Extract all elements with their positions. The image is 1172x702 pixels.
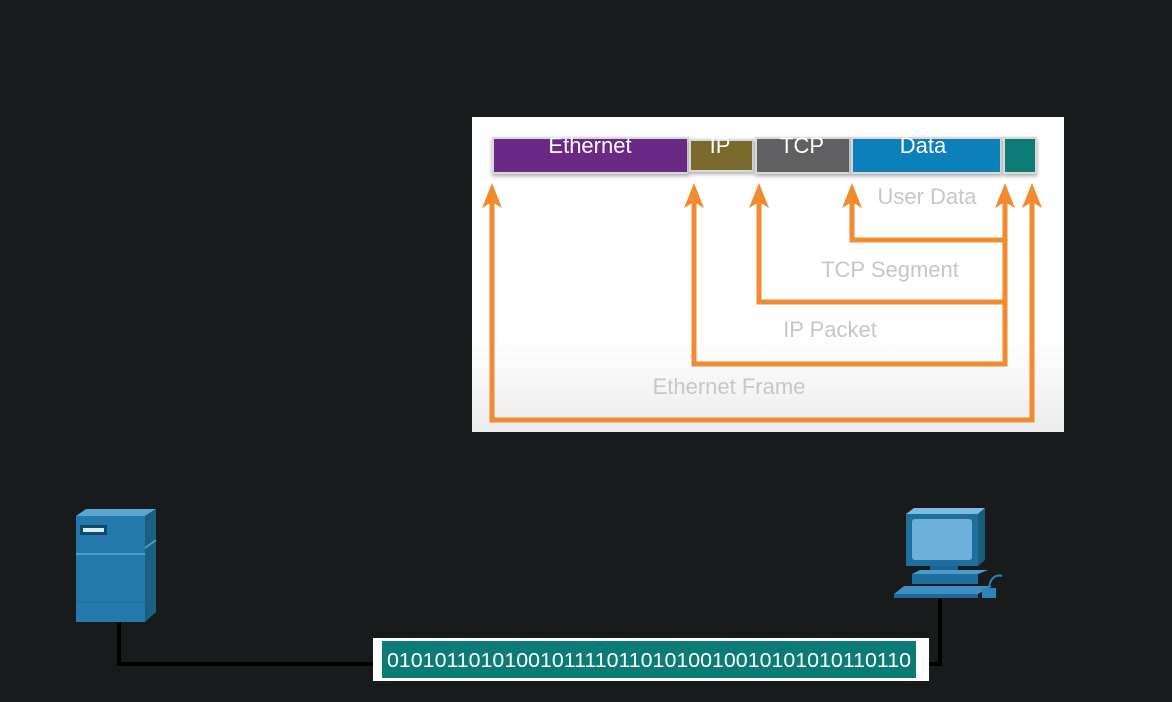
ethernet-header-label: Ethernet (548, 133, 631, 158)
tcp-segment-label: TCP Segment (821, 257, 959, 282)
arrow-up-icon (842, 183, 862, 208)
pdu-brackets (482, 183, 1042, 423)
bitstream: 0101011010100101111011010100100101010101… (373, 638, 929, 681)
arrow-up-icon (684, 183, 704, 208)
ip-header-label: IP (710, 133, 731, 158)
bitstream-bar (382, 641, 916, 678)
ethernet-frame-label: Ethernet Frame (653, 374, 806, 399)
trailer-segment (1003, 137, 1037, 174)
data-segment-label: Data (900, 133, 947, 158)
arrow-up-icon (749, 183, 769, 208)
computer-icon (894, 508, 1003, 598)
arrow-up-icon (995, 183, 1015, 208)
server-icon (76, 509, 157, 622)
ip-packet-label: IP Packet (783, 317, 877, 342)
arrow-up-icon (1022, 183, 1042, 208)
ip-header-segment (689, 139, 754, 172)
bitstream-text: 0101011010100101111011010100100101010101… (387, 650, 911, 672)
ethernet-frame-bracket (489, 196, 1035, 423)
arrow-up-icon (482, 183, 502, 208)
tcp-segment-bracket (756, 196, 1005, 305)
ethernet-header-segment (492, 137, 689, 174)
data-segment (851, 137, 1002, 174)
user-data-label: User Data (877, 184, 977, 209)
ip-packet-bracket (691, 196, 1008, 367)
frame-header-bar: Ethernet IP TCP Data (492, 133, 1037, 174)
tcp-header-segment (755, 137, 851, 174)
network-cable (117, 598, 942, 666)
tcp-header-label: TCP (780, 133, 824, 158)
